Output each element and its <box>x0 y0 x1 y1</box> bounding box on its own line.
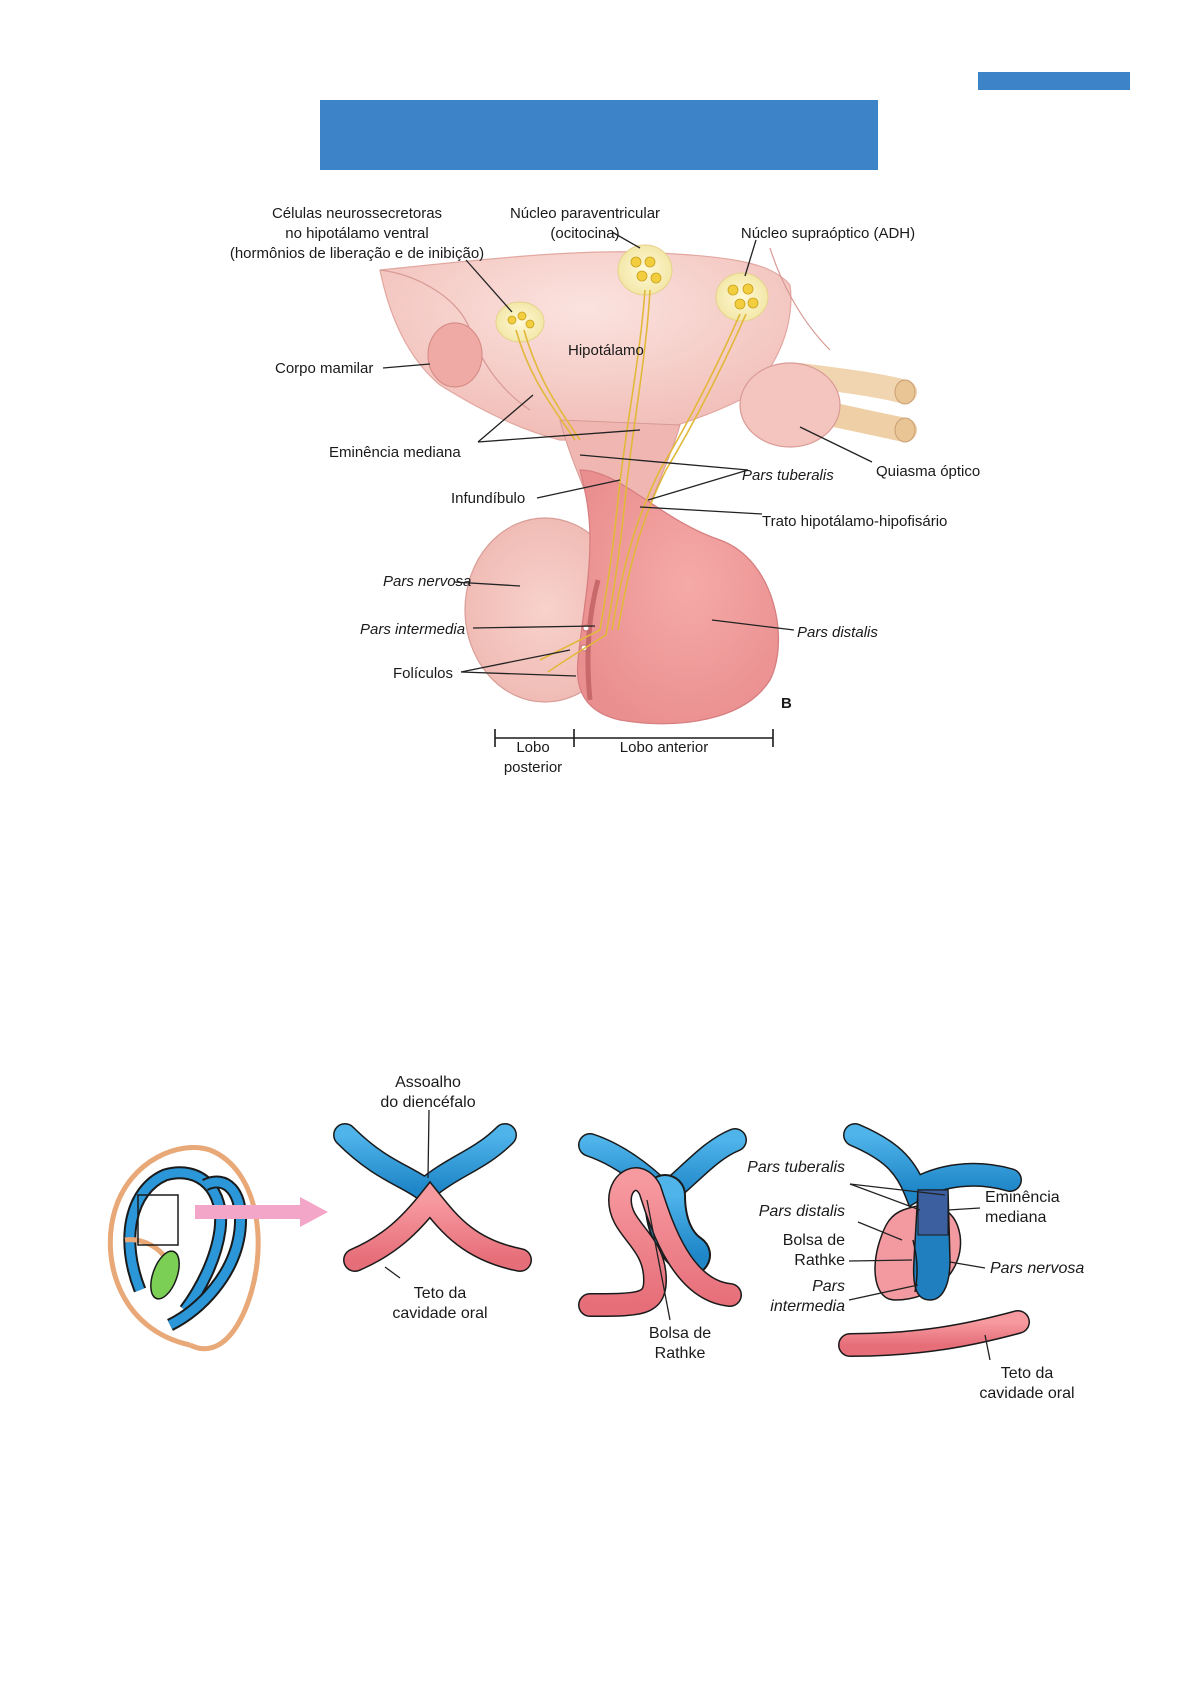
label-oral-roof-1: Teto da <box>414 1285 467 1302</box>
label-paraventricular-2: (ocitocina) <box>550 225 619 242</box>
label-pars-intermedia-dev-2: intermedia <box>770 1298 845 1315</box>
label-oral-roof-dev-2: cavidade oral <box>979 1385 1074 1402</box>
label-mammillary-body: Corpo mamilar <box>275 360 373 377</box>
embryo-sketch <box>107 1145 328 1352</box>
mammillary-body <box>427 322 483 388</box>
label-infundibulum: Infundíbulo <box>451 490 525 507</box>
label-optic-chiasm: Quiasma óptico <box>876 463 980 480</box>
supraoptic-nucleus <box>715 272 769 322</box>
label-pars-nervosa: Pars nervosa <box>383 573 471 590</box>
corner-accent-bar <box>978 72 1130 90</box>
label-rathke-dev-2: Rathke <box>794 1252 845 1269</box>
label-paraventricular-1: Núcleo paraventricular <box>510 205 660 222</box>
label-pars-intermedia: Pars intermedia <box>360 621 465 638</box>
label-anterior-lobe: Lobo anterior <box>620 739 708 756</box>
label-rathke-pouch-2: Rathke <box>655 1345 706 1362</box>
label-diencephalon-floor-2: do diencéfalo <box>380 1094 475 1111</box>
stage-3 <box>838 1123 1030 1361</box>
pars-intermedia-shape <box>585 579 601 701</box>
label-neurosecretory-2: no hipotálamo ventral <box>285 225 428 242</box>
lobe-scale <box>494 729 774 747</box>
label-pars-nervosa-dev: Pars nervosa <box>990 1260 1084 1277</box>
pituitary-anatomy-diagram: Células neurossecretoras no hipotálamo v… <box>230 205 980 776</box>
label-pars-tuberalis-dev: Pars tuberalis <box>747 1159 845 1176</box>
label-neurosecretory-3: (hormônios de liberação e de inibição) <box>230 245 484 262</box>
label-pars-tuberalis: Pars tuberalis <box>742 467 834 484</box>
label-posterior-lobe-2: posterior <box>504 759 562 776</box>
label-hypothalamo-hypophyseal-tract: Trato hipotálamo-hipofisário <box>762 513 947 530</box>
label-rathke-pouch-1: Bolsa de <box>649 1325 711 1342</box>
label-pars-distalis: Pars distalis <box>797 624 878 641</box>
label-panel-letter: B <box>781 695 792 712</box>
label-oral-roof-dev-1: Teto da <box>1001 1365 1054 1382</box>
label-posterior-lobe-1: Lobo <box>516 739 549 756</box>
pituitary-development-diagram: Assoalho do diencéfalo Teto da cavidade … <box>107 1074 1084 1402</box>
label-hypothalamus: Hipotálamo <box>568 342 644 359</box>
label-median-eminence: Eminência mediana <box>329 444 461 461</box>
label-pars-distalis-dev: Pars distalis <box>759 1203 845 1220</box>
label-supraoptic: Núcleo supraóptico (ADH) <box>741 225 915 242</box>
label-rathke-dev-1: Bolsa de <box>783 1232 845 1249</box>
stage-2 <box>578 1128 747 1321</box>
stage-1 <box>333 1109 532 1279</box>
neurosecretory-cells-nucleus <box>495 301 545 343</box>
label-median-eminence-dev-1: Eminência <box>985 1189 1060 1206</box>
label-neurosecretory-1: Células neurossecretoras <box>272 205 442 222</box>
optic-chiasm <box>739 362 841 448</box>
title-banner <box>320 100 878 170</box>
label-diencephalon-floor-1: Assoalho <box>395 1074 461 1091</box>
label-oral-roof-2: cavidade oral <box>392 1305 487 1322</box>
label-pars-intermedia-dev-1: Pars <box>812 1278 845 1295</box>
label-median-eminence-dev-2: mediana <box>985 1209 1046 1226</box>
pars-distalis-shape <box>576 469 780 725</box>
paraventricular-nucleus <box>617 244 673 296</box>
label-follicles: Folículos <box>393 665 453 682</box>
